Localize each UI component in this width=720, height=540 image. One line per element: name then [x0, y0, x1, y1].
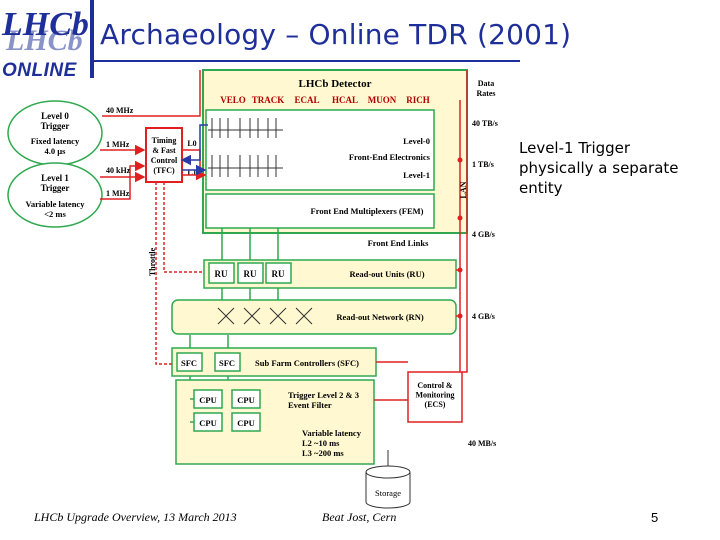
footer-left: LHCb Upgrade Overview, 13 March 2013 — [34, 510, 237, 524]
lan-label: LAN — [459, 181, 468, 198]
slide-title: Archaeology – Online TDR (2001) — [100, 18, 572, 51]
line-1mhz-b — [100, 160, 146, 200]
cpu-links — [190, 398, 194, 423]
throttle-label: Throttle — [148, 247, 157, 276]
sfc-row — [171, 347, 377, 377]
fem-label: Front End Multiplexers (FEM) — [311, 206, 424, 216]
rn-label: Read-out Network (RN) — [336, 312, 424, 322]
lhcb-logo-shadow: LHCb — [6, 24, 83, 57]
cpu-box-4 — [231, 412, 261, 432]
lhcb-logo-text: LHCb — [2, 6, 89, 43]
subdetector-muon: MUON — [368, 95, 397, 105]
ru-box-2 — [237, 262, 264, 284]
cpu-label-4: CPU — [237, 418, 254, 428]
ru-row-label: Read-out Units (RU) — [349, 269, 424, 279]
online-logo-text: ONLINE — [2, 60, 77, 81]
subdetector-rich: RICH — [406, 95, 430, 105]
ru-label-3: RU — [272, 269, 285, 279]
sfc-box-2 — [214, 352, 241, 372]
throttle-line-a — [163, 182, 204, 273]
ru-box-1 — [208, 262, 235, 284]
cpu-label-3: CPU — [199, 418, 216, 428]
detector-title: LHCb Detector — [298, 78, 371, 90]
sfc-box-1 — [176, 352, 203, 372]
throttle-line-b — [155, 182, 172, 365]
cpu-label-2: CPU — [237, 395, 254, 405]
rate-labels: 40 MHz 1 MHz 40 kHz 1 MHz 40 TB/s 1 TB/s… — [106, 106, 498, 448]
line-40mhz — [102, 70, 201, 117]
front-end-area — [205, 109, 435, 191]
rate-1tbs: 1 TB/s — [472, 160, 494, 169]
rate-40mbs: 40 MB/s — [468, 439, 496, 448]
front-end-channels — [208, 118, 283, 177]
title-vertical-rule — [90, 0, 94, 78]
page-number: 5 — [651, 510, 659, 525]
rate-40khz: 40 kHz — [106, 166, 131, 175]
level1-latency-label: Variable latency<2 ms — [26, 199, 86, 219]
rate-40tbs: 40 TB/s — [472, 119, 498, 128]
rate-4gbs-a: 4 GB/s — [472, 230, 495, 239]
subdetector-hcal: HCAL — [332, 95, 358, 105]
subdetector-labels: VELO TRACK ECAL HCAL MUON RICH — [220, 95, 430, 105]
fem-box — [205, 193, 435, 229]
l1-tag: L1 — [187, 168, 196, 177]
fe-electronics-label: Front-End Electronics — [349, 152, 431, 162]
subdetector-ecal: ECAL — [294, 95, 319, 105]
sfc-label-2: SFC — [219, 358, 235, 368]
title-underline — [90, 60, 520, 62]
network-switches — [217, 307, 313, 325]
subdetector-velo: VELO — [220, 95, 246, 105]
side-note: Level-1 Trigger physically a separate en… — [519, 139, 679, 197]
fe-links-label: Front End Links — [368, 238, 429, 248]
blue-signal-lines — [180, 124, 208, 176]
rate-1mhz-a: 1 MHz — [106, 140, 130, 149]
level1-trigger-ellipse — [7, 162, 103, 228]
ru-label-1: RU — [215, 269, 228, 279]
fe-level1-label: Level-1 — [403, 170, 430, 180]
storage-cylinder — [365, 465, 411, 509]
ru-label-2: RU — [244, 269, 257, 279]
lhcb-logo: LHCb LHCb — [2, 6, 89, 58]
ecs-box — [407, 371, 463, 423]
ecs-label: Control &Monitoring(ECS) — [415, 381, 454, 409]
rate-4gbs-b: 4 GB/s — [472, 312, 495, 321]
l0-tag: L0 — [187, 139, 196, 148]
readout-network-box — [171, 299, 457, 335]
cpu-label-1: CPU — [199, 395, 216, 405]
subdetector-track: TRACK — [252, 95, 285, 105]
rate-40mhz: 40 MHz — [106, 106, 134, 115]
fe-level0-label: Level-0 — [403, 136, 430, 146]
storage-label: Storage — [375, 488, 401, 498]
sfc-label-1: SFC — [181, 358, 197, 368]
rate-1mhz-b: 1 MHz — [106, 189, 130, 198]
footer-center: Beat Jost, Cern — [322, 510, 397, 524]
sfc-row-label: Sub Farm Controllers (SFC) — [255, 358, 359, 368]
red-junction-dots — [457, 157, 463, 319]
ru-box-3 — [265, 262, 292, 284]
cpu-box-2 — [231, 389, 261, 409]
